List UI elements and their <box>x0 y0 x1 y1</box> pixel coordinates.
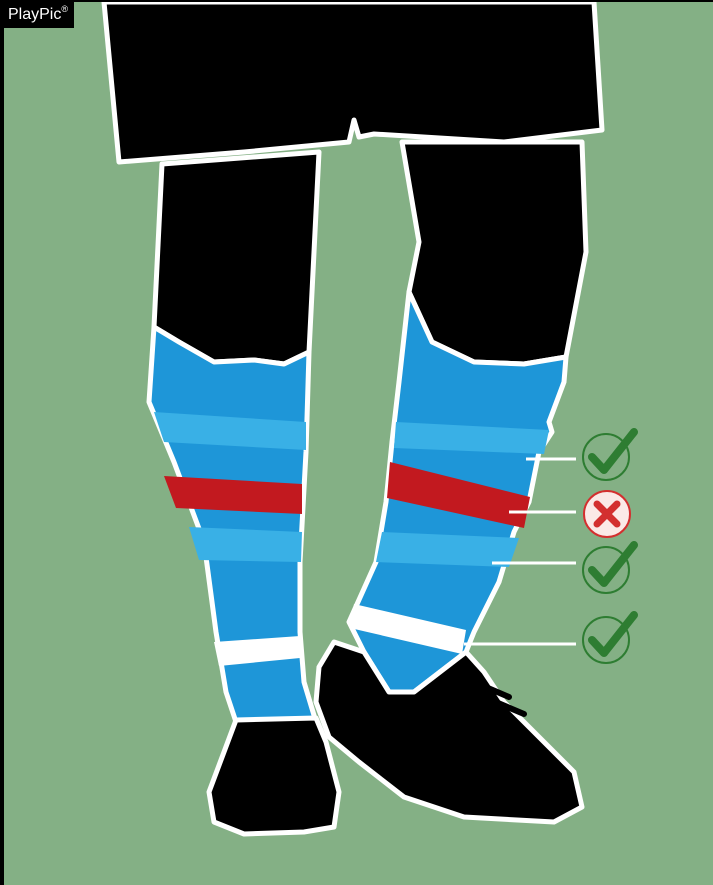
right-leg <box>402 142 586 364</box>
left-leg <box>154 152 319 364</box>
left-sock-stripe-light-2 <box>189 527 302 562</box>
brand-name: PlayPic <box>8 6 61 23</box>
legs-illustration <box>4 2 713 885</box>
illustration-canvas: PlayPic® <box>4 2 713 885</box>
left-boot <box>209 718 339 834</box>
brand-mark: ® <box>61 4 68 14</box>
marker-incorrect <box>584 491 630 537</box>
brand-logo: PlayPic® <box>4 2 74 28</box>
